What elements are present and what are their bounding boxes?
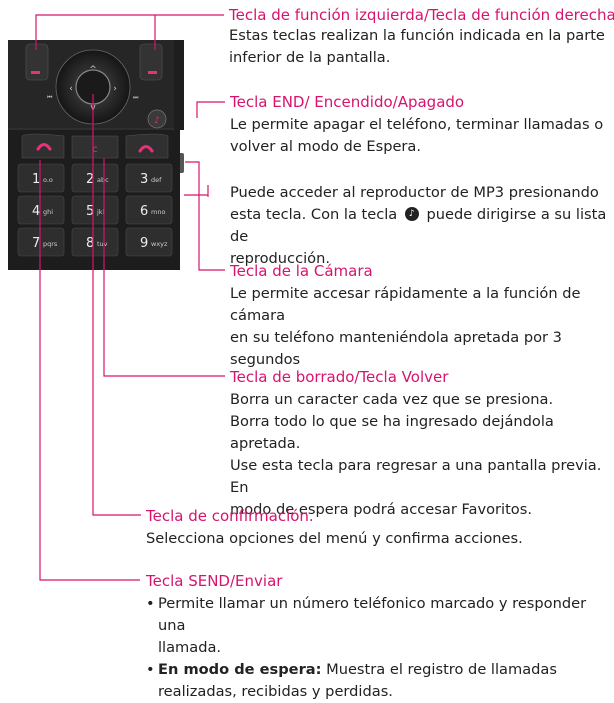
clear-key-line-4: modo de espera podrá accesar Favoritos. xyxy=(230,501,532,518)
function-keys-title: Tecla de función izquierda/Tecla de func… xyxy=(229,6,614,24)
function-keys-line-1: Estas teclas realizan la función indicad… xyxy=(229,27,605,44)
clear-key-line-3: Use esta tecla para regresar a una panta… xyxy=(230,457,602,496)
svg-text:c: c xyxy=(92,144,98,155)
end-key-line-2: volver al modo de Espera. xyxy=(230,138,422,155)
keypad-key xyxy=(71,227,119,257)
mp3-line-2a: esta tecla. Con la tecla xyxy=(230,206,398,223)
mp3-line-3: reproducción. xyxy=(230,250,330,267)
mp3-section: Puede acceder al reproductor de MP3 pres… xyxy=(230,182,614,270)
confirm-key-title: Tecla de confirmación. xyxy=(146,507,314,525)
function-keys-section: Tecla de función izquierda/Tecla de func… xyxy=(229,5,614,69)
keypad-key-number: 2 xyxy=(86,172,94,187)
svg-text:^: ^ xyxy=(89,65,97,75)
clear-key-title: Tecla de borrado/Tecla Volver xyxy=(230,368,449,386)
keypad-key xyxy=(71,195,119,225)
clear-key-section: Tecla de borrado/Tecla Volver Borra un c… xyxy=(230,367,614,521)
keypad-key-letters: wxyz xyxy=(151,240,168,248)
keypad-key-letters: mno xyxy=(151,208,165,216)
keypad-key xyxy=(17,163,65,193)
camera-key-line-1: Le permite accesar rápidamente a la func… xyxy=(230,285,581,324)
keypad-key-number: 9 xyxy=(140,236,148,251)
keypad-key-letters: pqrs xyxy=(43,240,58,248)
end-key-section: Tecla END/ Encendido/Apagado Le permite … xyxy=(230,92,603,158)
keypad-key-number: 4 xyxy=(32,204,40,219)
svg-text:♪: ♪ xyxy=(154,116,160,126)
camera-key-line-2: en su teléfono manteniéndola apretada po… xyxy=(230,329,562,346)
clear-key-line-2: Borra todo lo que se ha ingresado dejánd… xyxy=(230,413,554,452)
send-bullet-1-line-1: Permite llamar un número teléfonico marc… xyxy=(158,595,587,634)
keypad-key-number: 1 xyxy=(32,172,40,187)
keypad-key-number: 5 xyxy=(86,204,94,219)
keypad-key-letters: o.o xyxy=(43,176,53,184)
send-key-section: Tecla SEND/Enviar Permite llamar un núme… xyxy=(146,571,614,703)
end-key-line-1: Le permite apagar el teléfono, terminar … xyxy=(230,116,604,133)
camera-key-line-3: segundos xyxy=(230,351,301,368)
keypad-key xyxy=(71,163,119,193)
keypad-key-number: 7 xyxy=(32,236,40,251)
confirm-key-section: Tecla de confirmación. Selecciona opcion… xyxy=(146,506,523,550)
svg-text:v: v xyxy=(90,103,96,113)
clear-key-line-1: Borra un caracter cada vez que se presio… xyxy=(230,391,554,408)
keypad-key-number: 6 xyxy=(140,204,148,219)
camera-key-title: Tecla de la Cámara xyxy=(230,262,373,280)
keypad-key-letters: tuv xyxy=(97,240,108,248)
send-bullet-2-bold: En modo de espera: xyxy=(158,661,322,678)
function-keys-line-2: inferior de la pantalla. xyxy=(229,49,391,66)
keypad-key xyxy=(17,195,65,225)
svg-text:›: › xyxy=(113,84,117,94)
camera-key-section: Tecla de la Cámara Le permite accesar rá… xyxy=(230,261,614,371)
send-bullet-1: Permite llamar un número teléfonico marc… xyxy=(146,593,614,659)
send-key-title: Tecla SEND/Enviar xyxy=(146,572,283,590)
svg-text:‹: ‹ xyxy=(69,84,73,94)
svg-text:⏭: ⏭ xyxy=(133,94,139,101)
keypad-key-letters: ghi xyxy=(43,208,53,216)
mp3-line-2b: puede dirigirse a su lista de xyxy=(230,206,607,245)
confirm-key-line-1: Selecciona opciones del menú y confirma … xyxy=(146,530,523,547)
end-key-title: Tecla END/ Encendido/Apagado xyxy=(230,93,465,111)
keypad-key-letters: abc xyxy=(97,176,109,184)
music-note-icon: ♪ xyxy=(404,207,419,221)
send-bullet-1-line-2: llamada. xyxy=(158,639,222,656)
svg-text:⏮: ⏮ xyxy=(47,94,53,101)
mp3-line-2: esta tecla. Con la tecla ♪ puede dirigir… xyxy=(230,204,614,248)
send-bullet-2: En modo de espera: Muestra el registro d… xyxy=(146,659,614,703)
phone-illustration: ^ ‹ › v ⏮ ⏭ ⏯ ♪ c 1o.o2abc3def4ghi5jkl6m… xyxy=(8,40,184,270)
keypad-key-number: 3 xyxy=(140,172,148,187)
send-bullet-2-rest: Muestra el registro de llamadas xyxy=(321,661,557,678)
mp3-line-1: Puede acceder al reproductor de MP3 pres… xyxy=(230,184,599,201)
send-bullet-2-line-2: realizadas, recibidas y perdidas. xyxy=(158,683,393,700)
keypad-key-letters: jkl xyxy=(96,208,105,216)
keypad-key-letters: def xyxy=(151,176,162,184)
keypad-key xyxy=(125,163,173,193)
keypad-key-number: 8 xyxy=(86,236,94,251)
